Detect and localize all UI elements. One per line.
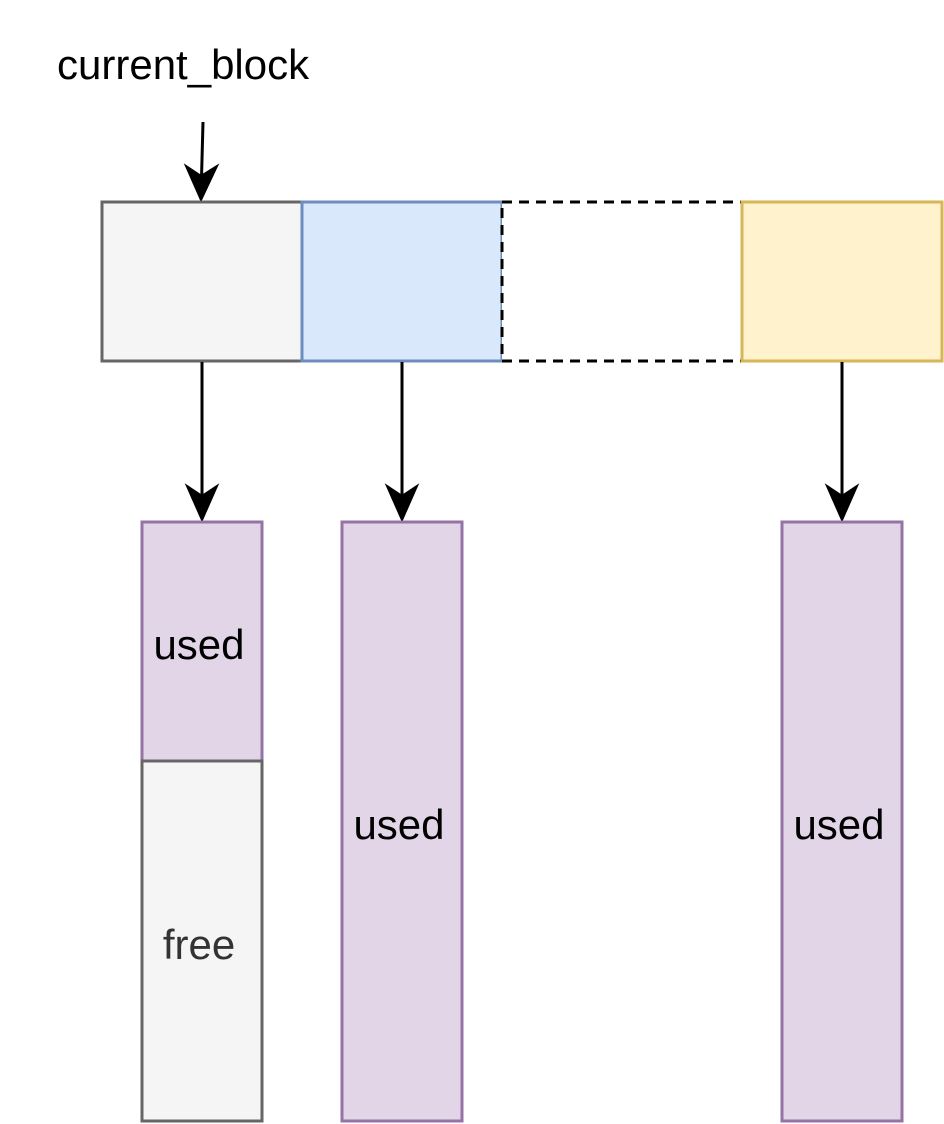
pointer-arrow <box>183 121 220 203</box>
used-label: used <box>353 801 444 848</box>
used-label: used <box>793 801 884 848</box>
used-segment <box>340 520 464 1123</box>
block-slot-3 <box>500 200 744 363</box>
free-label: free <box>163 921 235 968</box>
memory-column-3: used <box>780 520 904 1123</box>
used-segment <box>140 520 264 763</box>
block-arrow-2 <box>384 362 420 523</box>
memory-column-1: used free <box>140 520 264 1123</box>
used-segment <box>780 520 904 1123</box>
block-slot-4 <box>740 200 944 363</box>
block-slot-1 <box>100 200 304 363</box>
block-slot-2 <box>300 200 504 363</box>
current-block-label: current_block <box>57 41 310 88</box>
block-arrow-4 <box>824 362 860 523</box>
free-segment <box>140 759 264 1123</box>
block-array <box>100 200 944 363</box>
memory-column-2: used <box>340 520 464 1123</box>
block-arrow-1 <box>184 362 220 523</box>
used-label: used <box>153 621 244 668</box>
